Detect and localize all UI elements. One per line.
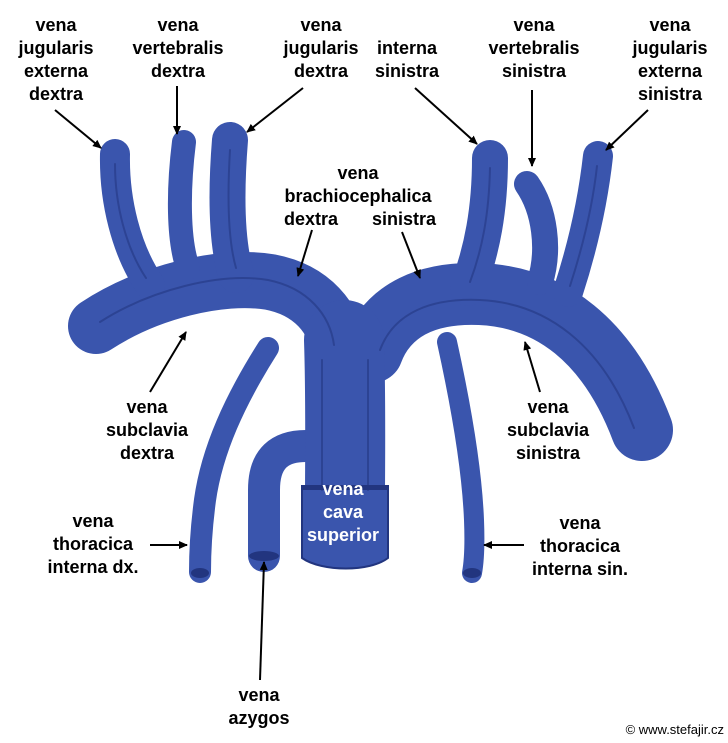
vessel-jugularis-externa-sinistra [553, 141, 613, 307]
vessel-jugularis-interna-sinistra [450, 140, 508, 306]
end-azygos [249, 551, 279, 561]
vessel-subclavia-dextra [68, 252, 368, 380]
vessel-cava-superior-base [301, 485, 389, 570]
shading-subclavia-dx [99, 277, 335, 346]
label-jugularis-externa-dextra: vena jugularis externa dextra [18, 15, 94, 104]
label-jugularis-interna-sinistra: interna sinistra [374, 38, 440, 81]
vessel-thoracica-interna-dextra [189, 337, 279, 583]
end-thoracica-dx [191, 568, 209, 578]
label-brachiocephalica: vena brachiocephalica [284, 163, 432, 206]
copyright-credit: © www.stefajir.cz [625, 722, 724, 737]
label-brachiocephalica-sinistra: sinistra [371, 209, 437, 229]
vessel-shading [99, 149, 635, 491]
label-cava-superior: vena cava superior [306, 479, 380, 545]
vessel-vertebralis-dextra [167, 130, 200, 280]
vessel-ends [191, 551, 481, 578]
label-thoracica-interna-sinistra: vena thoracica interna sin. [531, 513, 629, 579]
label-vertebralis-sinistra: vena vertebralis sinistra [488, 15, 580, 81]
label-thoracica-interna-dextra: vena thoracica interna dx. [47, 511, 139, 577]
vessel-subclavia-sinistra [341, 262, 673, 461]
shading-jug-int-dx [227, 149, 237, 269]
shading-jug-ext-dx [114, 163, 147, 279]
arrow-brachiocephalica-dextra [296, 229, 313, 277]
arrow-jugularis-interna-dextra [246, 87, 304, 133]
vessel-cava-superior [304, 300, 386, 540]
label-azygos: vena azygos [228, 685, 290, 728]
arrow-jugularis-interna-sinistra [414, 87, 478, 145]
arrow-brachiocephalica-sinistra [401, 231, 421, 279]
arrow-subclavia-sinistra [523, 341, 541, 393]
shading-jug-int-sin [469, 167, 491, 283]
arrow-subclavia-dextra [149, 331, 187, 393]
end-thoracica-sin [463, 568, 481, 578]
vessel-vertebralis-sinistra [514, 171, 559, 295]
shading-subclavia-sin [379, 298, 635, 429]
vessel-azygos [248, 430, 322, 572]
label-vertebralis-dextra: vena vertebralis dextra [132, 15, 224, 81]
label-subclavia-dextra: vena subclavia dextra [105, 397, 189, 463]
pointer-arrows [54, 86, 649, 681]
label-brachiocephalica-dextra: dextra [283, 209, 339, 229]
label-jugularis-interna-dextra: vena jugularis dextra [283, 15, 359, 81]
vessel-thoracica-interna-sinistra [437, 332, 485, 583]
label-subclavia-sinistra: vena subclavia sinistra [506, 397, 590, 463]
label-jugularis-externa-sinistra: vena jugularis externa sinistra [632, 15, 708, 104]
arrow-azygos [259, 561, 268, 681]
arrow-jugularis-externa-dextra [54, 109, 102, 149]
shading-jug-ext-sin [569, 165, 598, 287]
arrow-jugularis-externa-sinistra [605, 109, 649, 151]
vessel-jugularis-externa-dextra [99, 139, 165, 300]
